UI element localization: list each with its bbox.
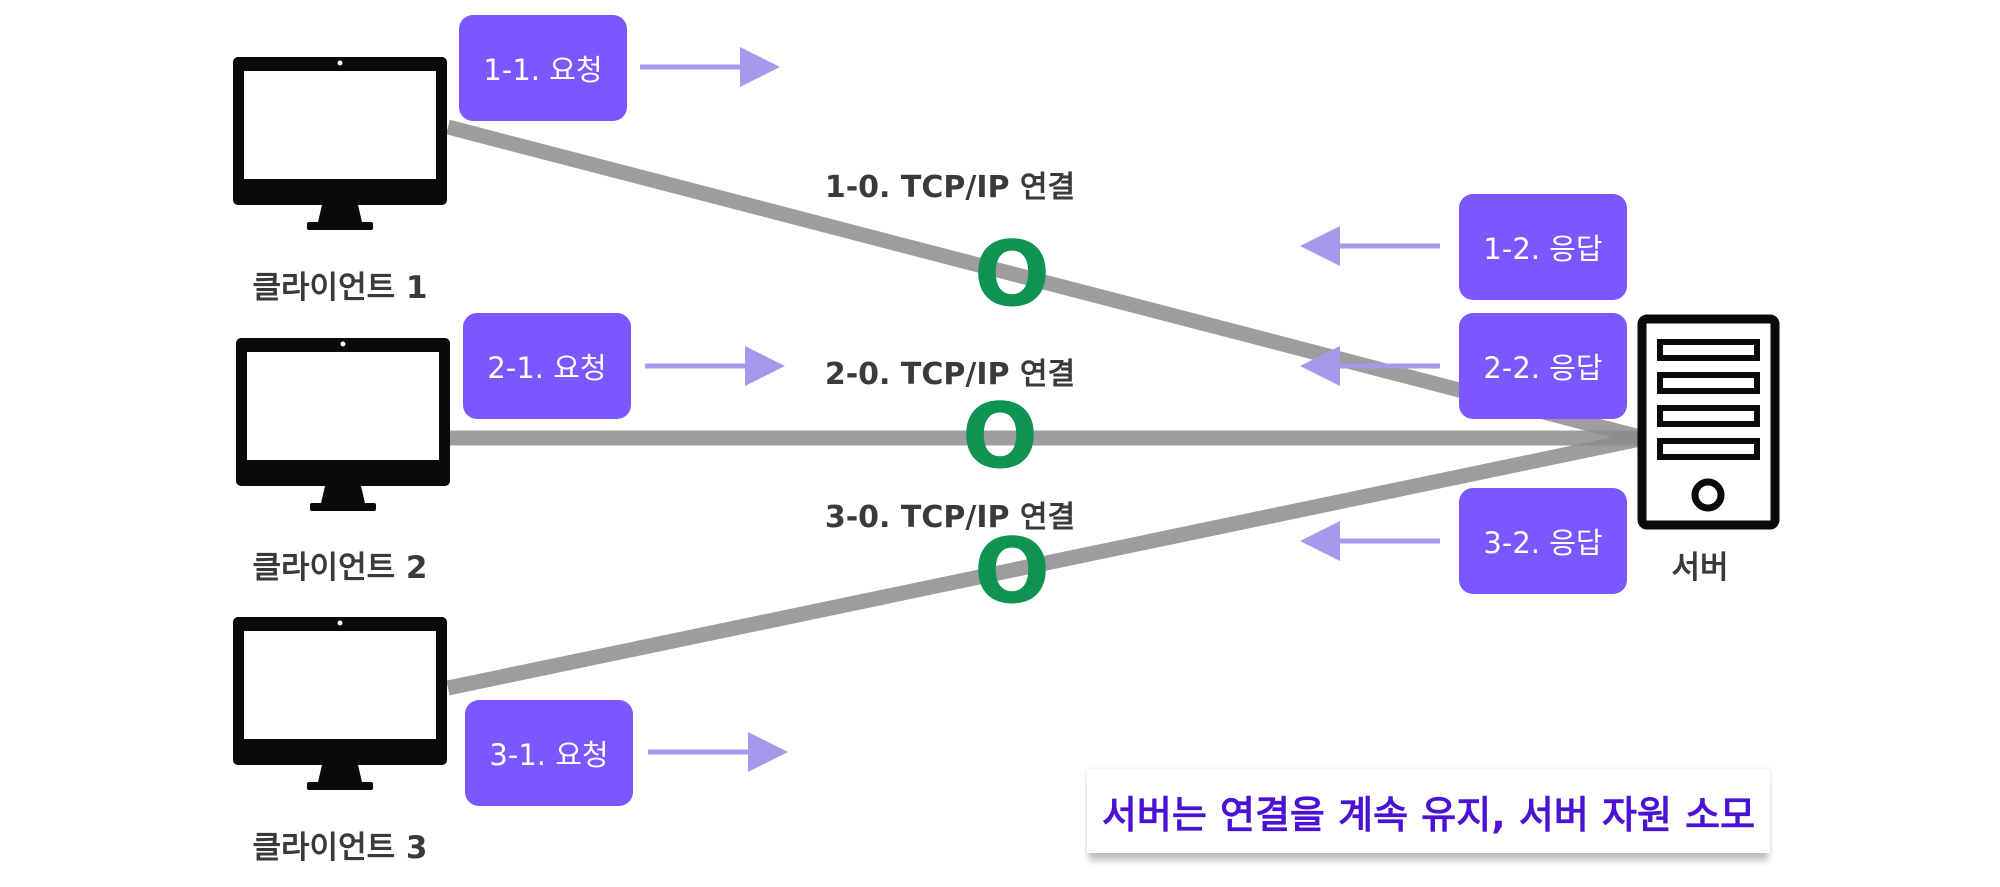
response-box-1: 1-2. 응답 (1459, 194, 1627, 300)
client-2-label: 클라이언트 2 (252, 550, 428, 586)
response-box-2: 2-2. 응답 (1459, 313, 1627, 419)
connection-line-3 (446, 431, 1642, 696)
note-box: 서버는 연결을 계속 유지, 서버 자원 소모 (1087, 769, 1770, 853)
client-1-label: 클라이언트 1 (252, 270, 428, 306)
response-box-3: 3-2. 응답 (1459, 488, 1627, 594)
request-box-3: 3-1. 요청 (465, 700, 633, 806)
monitor-icon (236, 338, 450, 511)
request-box-1: 1-1. 요청 (459, 15, 627, 121)
client-3-label: 클라이언트 3 (252, 830, 428, 866)
monitor-icon (233, 617, 447, 790)
server-icon (1637, 314, 1780, 530)
request-box-2: 2-1. 요청 (463, 313, 631, 419)
connection-line-1 (446, 119, 1642, 445)
connection-status-1: O (974, 222, 1051, 327)
connection-status-2: O (962, 384, 1039, 489)
note-text: 서버는 연결을 계속 유지, 서버 자원 소모 (1101, 792, 1756, 837)
monitor-icon (233, 57, 447, 230)
connection-label-2: 2-0. TCP/IP 연결 (824, 357, 1076, 392)
connection-label-3: 3-0. TCP/IP 연결 (824, 500, 1076, 535)
connection-label-1: 1-0. TCP/IP 연결 (824, 170, 1076, 205)
server-label: 서버 (1671, 550, 1729, 586)
connection-status-3: O (974, 519, 1051, 624)
